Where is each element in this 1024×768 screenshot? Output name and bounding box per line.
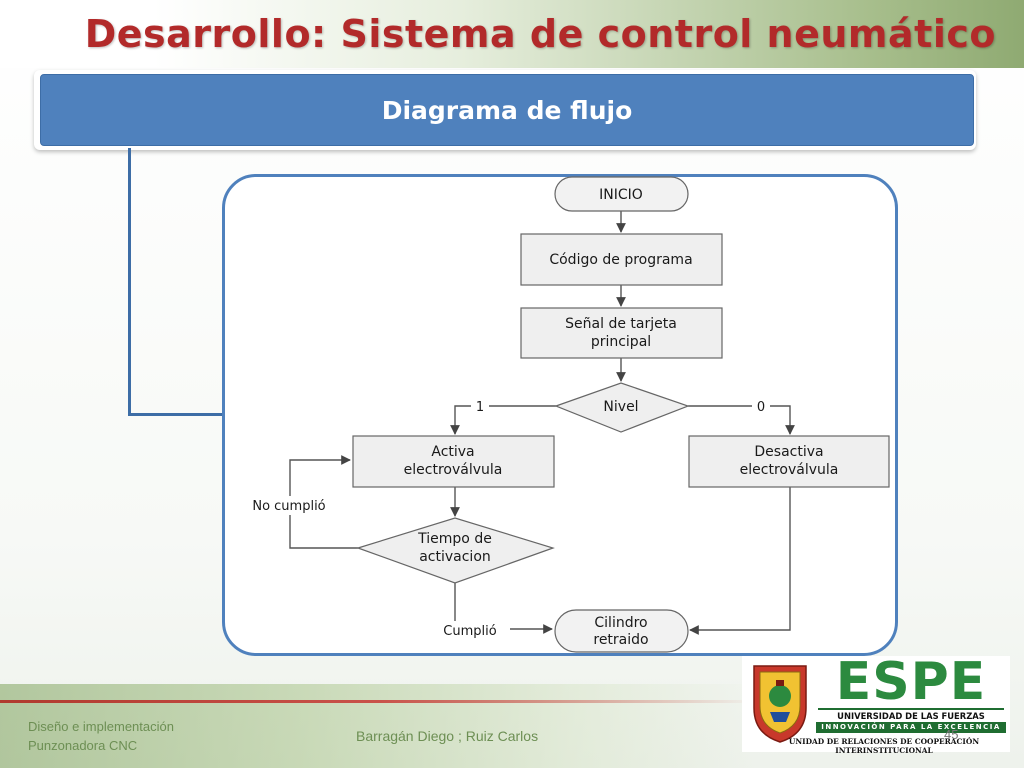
node-label-cilindro-2: retraido xyxy=(593,632,648,648)
footer-project-line1: Diseño e implementación xyxy=(28,719,174,734)
edge-label-bg-no-cumplio xyxy=(235,496,343,515)
node-tiempo-activacion xyxy=(356,517,555,584)
banner-connector-horizontal xyxy=(128,413,224,416)
edge-label-bg-uno xyxy=(471,397,489,415)
node-cilindro-retraido xyxy=(554,609,689,653)
node-senal-tarjeta xyxy=(520,307,723,359)
edge-label-no-cumplio: No cumplió xyxy=(252,499,325,514)
footer-band xyxy=(0,684,760,768)
node-desactiva-electrovalvula xyxy=(688,435,890,488)
node-label-senal-1: Señal de tarjeta xyxy=(565,316,677,332)
node-nivel xyxy=(554,382,690,433)
node-codigo-programa xyxy=(520,233,723,286)
edge-desactiva-cilindro xyxy=(689,487,791,635)
node-label-senal-2: principal xyxy=(591,334,651,350)
edge-label-cumplio: Cumplió xyxy=(443,624,496,639)
node-label-desactiva-2: electroválvula xyxy=(740,462,839,478)
espe-seal-icon xyxy=(753,665,807,743)
edge-nivel-desactiva xyxy=(688,405,795,435)
node-label-activa-1: Activa xyxy=(431,444,474,460)
node-label-tiempo-1: Tiempo de xyxy=(417,531,492,547)
title-band xyxy=(0,0,1024,68)
node-label-cilindro-1: Cilindro xyxy=(594,615,647,631)
edge-label-bg-cumplio xyxy=(430,621,510,640)
banner-connector-vertical xyxy=(128,148,131,416)
slide-title: Desarrollo: Sistema de control neumático xyxy=(84,12,996,56)
espe-rule xyxy=(818,708,1004,710)
footer-project-line2: Punzonadora CNC xyxy=(28,738,138,753)
slide-number: 45 xyxy=(944,727,959,742)
edge-label-cero: 0 xyxy=(757,400,765,415)
footer-accent-line xyxy=(0,700,760,703)
node-label-tiempo-2: activacion xyxy=(419,549,491,565)
node-label-nivel: Nivel xyxy=(603,399,638,415)
node-label-inicio: INICIO xyxy=(599,187,643,203)
footer-authors: Barragán Diego ; Ruiz Carlos xyxy=(356,728,539,744)
espe-motto: INNOVACIÓN PARA LA EXCELENCIA xyxy=(816,722,1006,733)
section-banner: Diagrama de flujo xyxy=(40,74,974,146)
node-activa-electrovalvula xyxy=(352,435,555,488)
espe-unit: UNIDAD DE RELACIONES DE COOPERACIÓN INTE… xyxy=(788,737,980,755)
espe-wordmark: ESPE xyxy=(835,652,987,712)
node-label-desactiva-1: Desactiva xyxy=(754,444,823,460)
footer-project: Diseño e implementación Punzonadora CNC xyxy=(28,717,258,755)
edge-label-bg-cero xyxy=(752,397,770,415)
edge-nivel-activa xyxy=(450,405,556,435)
edge-label-uno: 1 xyxy=(476,400,484,415)
node-inicio xyxy=(554,176,689,212)
node-label-codigo: Código de programa xyxy=(549,252,692,268)
node-label-activa-2: electroválvula xyxy=(404,462,503,478)
